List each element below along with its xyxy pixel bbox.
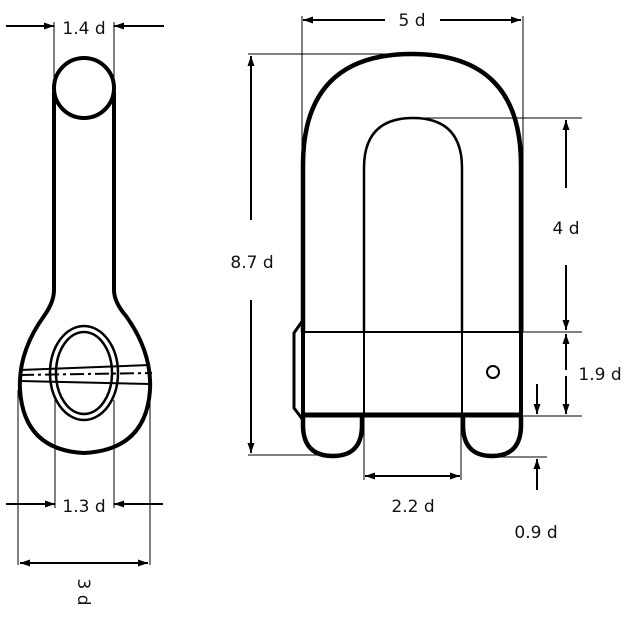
dim-pin-block-height: 1.9 d xyxy=(521,334,622,417)
front-view: 5 d 8.7 d 4 d 1.9 d xyxy=(230,11,621,543)
side-hole-inner xyxy=(54,330,114,416)
side-pin-centerline xyxy=(19,372,153,376)
dim-pin-diameter: 0.9 d xyxy=(492,384,558,543)
label-pin-diameter: 0.9 d xyxy=(514,523,557,543)
label-gap-width: 2.2 d xyxy=(391,497,434,517)
label-pin-block-height: 1.9 d xyxy=(578,365,621,385)
label-hole-width: 1.3 d xyxy=(62,497,105,517)
dim-overall-height: 8.7 d xyxy=(230,53,412,456)
bow-outer xyxy=(300,51,524,332)
label-overall-height: 8.7 d xyxy=(230,253,273,273)
dim-gap-width: 2.2 d xyxy=(363,417,462,517)
side-hole-outer xyxy=(48,324,120,422)
label-body-width: 3 d xyxy=(73,578,93,605)
label-overall-width: 5 d xyxy=(398,11,425,31)
side-pin-line-top xyxy=(19,364,151,371)
bow-inner xyxy=(362,116,464,332)
side-pin-line-bottom xyxy=(19,380,151,385)
dim-inner-height: 4 d xyxy=(413,117,582,333)
foot-left xyxy=(300,417,365,459)
side-view: 1.4 d 1.3 d 3 d xyxy=(6,19,164,606)
foot-right xyxy=(460,417,524,459)
dim-hole-width: 1.3 d xyxy=(6,400,163,517)
pin-head xyxy=(292,319,305,421)
dim-top-width: 1.4 d xyxy=(6,19,164,80)
side-body-outline xyxy=(17,92,153,456)
dim-overall-width: 5 d xyxy=(301,11,524,332)
side-top-eye xyxy=(52,56,116,120)
dim-body-width: 3 d xyxy=(17,390,151,606)
label-inner-height: 4 d xyxy=(552,219,579,239)
label-top-width: 1.4 d xyxy=(62,19,105,39)
cotter-hole-icon xyxy=(486,365,500,379)
